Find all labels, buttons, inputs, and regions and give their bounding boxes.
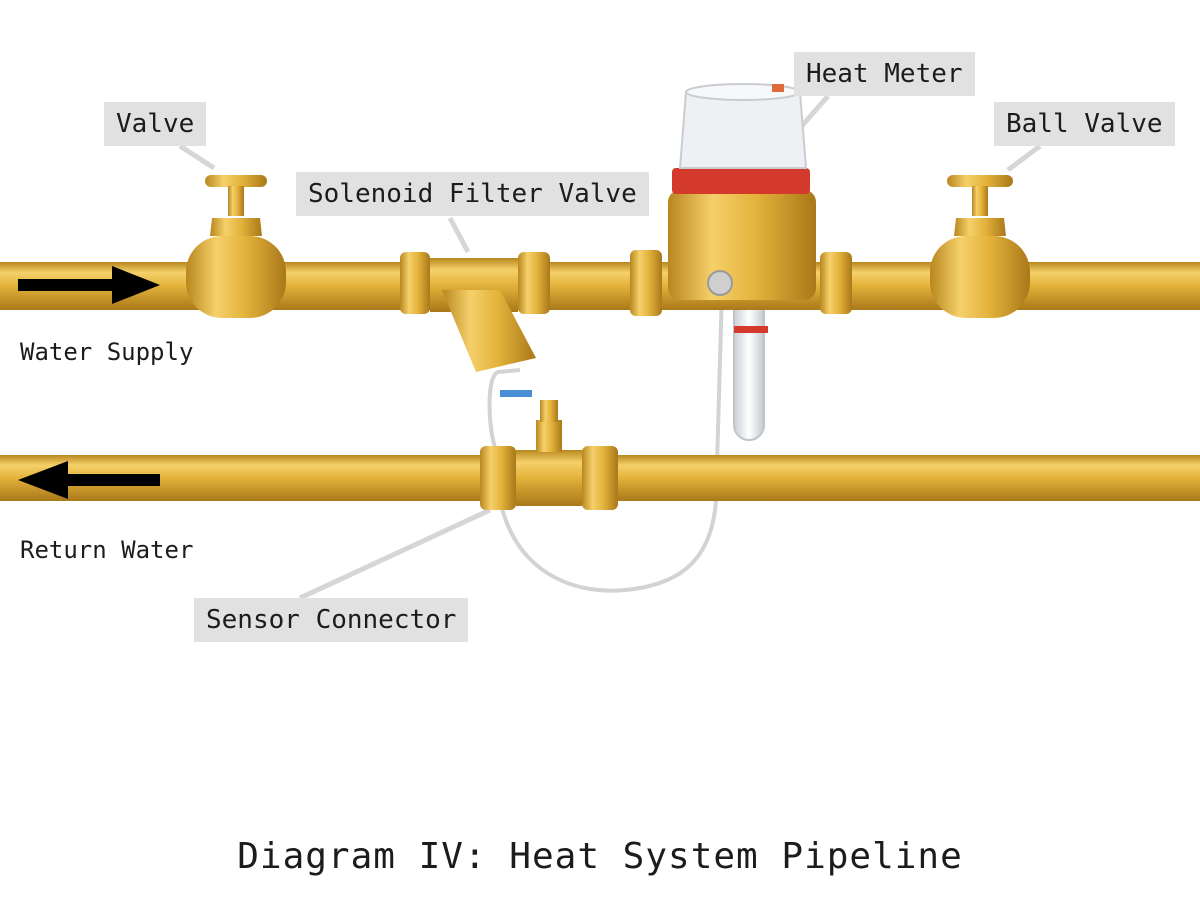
valve	[186, 175, 286, 318]
return-water-label: Return Water	[20, 536, 194, 564]
sensor-connector-callout: Sensor Connector	[194, 598, 469, 642]
meter-band	[672, 168, 810, 194]
diagram-caption: Diagram IV: Heat System Pipeline	[237, 836, 963, 877]
return-flow-arrow	[18, 461, 160, 499]
pipe-unions	[630, 250, 852, 316]
return-sensor-mark	[500, 390, 532, 397]
ball-valve-callout: Ball Valve	[994, 102, 1175, 146]
heat-meter	[668, 83, 816, 300]
solenoid-filter-valve	[400, 252, 550, 372]
solenoid-filter-valve-callout: Solenoid Filter Valve	[296, 172, 649, 216]
sensor-cables	[487, 289, 765, 593]
supply-sensor-mark	[734, 326, 768, 333]
heat-meter-callout: Heat Meter	[794, 52, 975, 96]
callout-leaders	[178, 94, 1042, 601]
water-supply-label: Water Supply	[20, 338, 194, 366]
ball-valve	[930, 175, 1030, 318]
supply-flow-arrow	[18, 266, 160, 304]
sensor-connector	[480, 400, 618, 510]
valve-callout: Valve	[104, 102, 207, 146]
